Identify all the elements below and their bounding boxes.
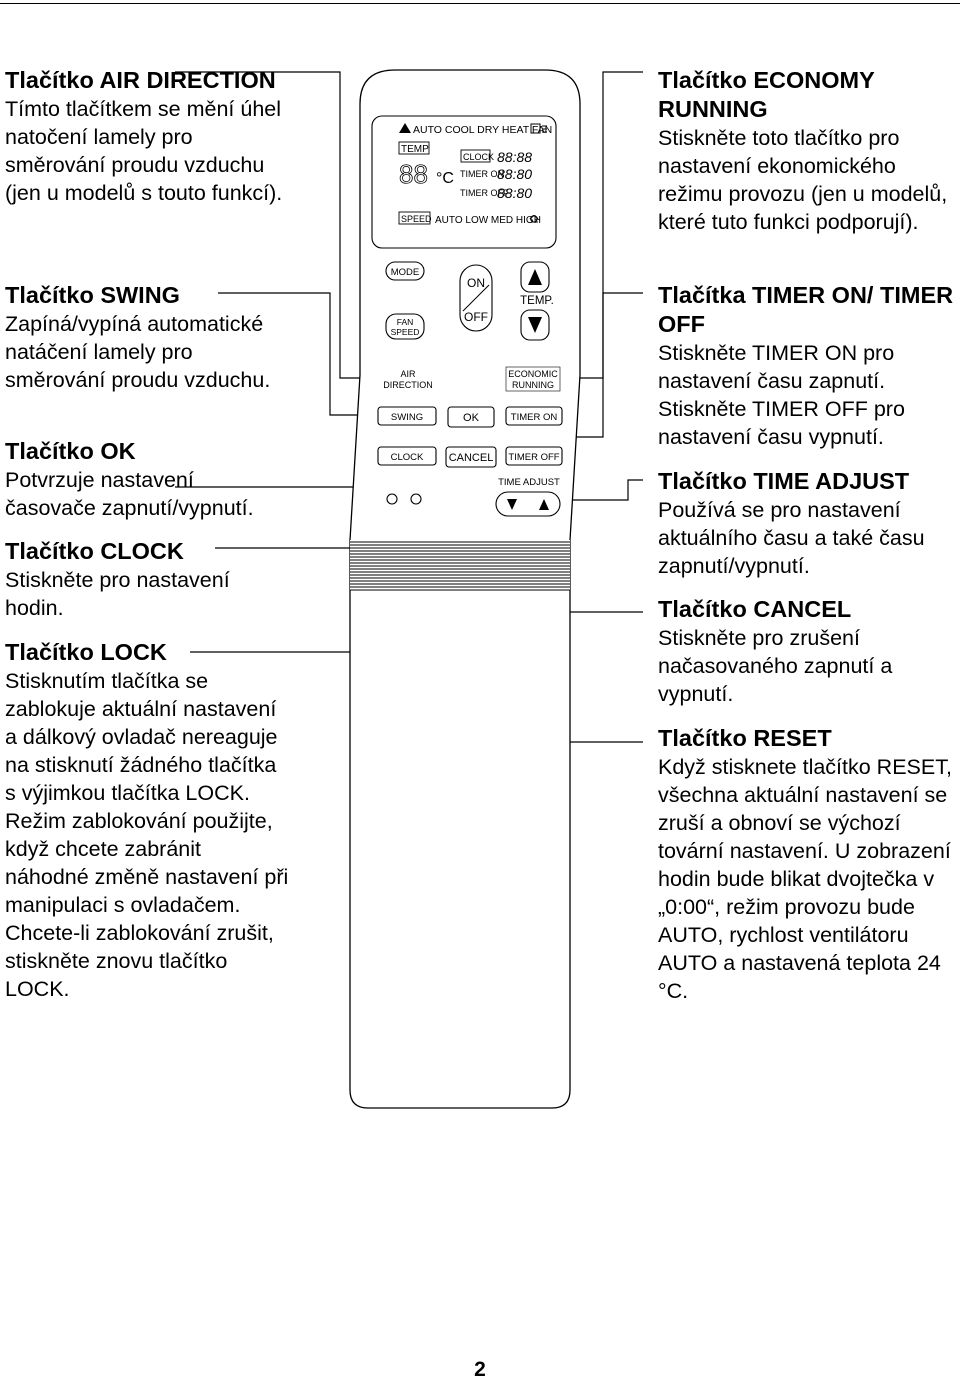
clock-digits: 88:88 bbox=[497, 149, 532, 165]
section-title: Tlačítko RESET bbox=[658, 725, 832, 751]
clock-btn-label: CLOCK bbox=[391, 452, 424, 463]
section-body: Stisknutím tlačítka se zablokuje aktuáln… bbox=[5, 669, 289, 1001]
callout-time-adjust bbox=[562, 479, 643, 501]
ok-button[interactable] bbox=[447, 406, 495, 428]
section-body: Používá se pro nastavení aktuálního času… bbox=[658, 498, 925, 578]
time-down-icon bbox=[507, 499, 517, 510]
section-body: Stiskněte pro nastavení hodin. bbox=[5, 568, 230, 620]
timer-on-button[interactable] bbox=[505, 406, 563, 426]
timer-off-btn-label: TIMER OFF bbox=[508, 452, 559, 463]
section-title: Tlačítko AIR DIRECTION bbox=[5, 67, 276, 93]
page-number: 2 bbox=[474, 1358, 486, 1381]
section-title: Tlačítko CLOCK bbox=[5, 538, 184, 564]
callout-air-direction bbox=[175, 71, 376, 379]
grip-band bbox=[350, 540, 570, 590]
section-title: Tlačítko LOCK bbox=[5, 639, 167, 665]
section-title: Tlačítka TIMER ON/ TIMER OFF bbox=[658, 282, 954, 337]
section-clock: Tlačítko CLOCK Stiskněte pro nastavení h… bbox=[5, 537, 290, 622]
section-timer-on-off: Tlačítka TIMER ON/ TIMER OFF Stiskněte T… bbox=[658, 281, 958, 451]
ok-label: OK bbox=[463, 412, 480, 424]
section-title: Tlačítko SWING bbox=[5, 282, 180, 308]
section-swing: Tlačítko SWING Zapíná/vypíná automatické… bbox=[5, 281, 290, 394]
section-lock: Tlačítko LOCK Stisknutím tlačítka se zab… bbox=[5, 638, 290, 1003]
callout-timer bbox=[562, 292, 643, 438]
callout-economy bbox=[562, 71, 643, 379]
on-label: ON bbox=[467, 276, 485, 290]
fan-display-icon bbox=[530, 123, 547, 134]
clock-label: CLOCK bbox=[463, 152, 494, 162]
cancel-button[interactable] bbox=[445, 446, 497, 468]
direction-label: DIRECTION bbox=[383, 380, 433, 390]
temp-digits: 88 bbox=[399, 159, 428, 189]
economic-label: ECONOMIC bbox=[508, 369, 558, 379]
running-label: RUNNING bbox=[512, 380, 554, 390]
section-body: Stiskněte TIMER ON pro nastavení času za… bbox=[658, 341, 905, 449]
cancel-label: CANCEL bbox=[449, 452, 494, 464]
section-time-adjust: Tlačítko TIME ADJUST Používá se pro nast… bbox=[658, 467, 958, 580]
callout-swing bbox=[218, 292, 376, 416]
celsius-label: °C bbox=[436, 170, 454, 187]
clock-button[interactable] bbox=[377, 446, 437, 466]
temp-up-icon bbox=[528, 269, 542, 285]
fan-speed-button[interactable] bbox=[385, 313, 425, 340]
section-reset: Tlačítko RESET Když stisknete tlačítko R… bbox=[658, 724, 958, 1005]
fan-speed-icon bbox=[529, 215, 539, 223]
temp-label: TEMP bbox=[401, 144, 429, 155]
time-adjust-label: TIME ADJUST bbox=[498, 477, 560, 488]
swing-label: SWING bbox=[391, 412, 423, 423]
lock-button[interactable] bbox=[386, 493, 398, 505]
section-title: Tlačítko TIME ADJUST bbox=[658, 468, 910, 494]
off-label: OFF bbox=[464, 310, 488, 324]
time-up-icon bbox=[539, 499, 549, 510]
time-adjust-button[interactable] bbox=[495, 491, 561, 517]
swing-button[interactable] bbox=[377, 406, 437, 426]
section-body: Stiskněte pro zrušení načasovaného zapnu… bbox=[658, 626, 893, 706]
mode-arrow-icon bbox=[399, 123, 411, 133]
section-body: Tímto tlačítkem se mění úhel natočení la… bbox=[5, 97, 283, 205]
lcd-display bbox=[371, 115, 557, 249]
section-body: Stiskněte toto tlačítko pro nastavení ek… bbox=[658, 126, 948, 234]
reset-button[interactable] bbox=[410, 493, 422, 505]
timer-off-button[interactable] bbox=[505, 446, 563, 466]
section-economy-running: Tlačítko ECONOMY RUNNING Stiskněte toto … bbox=[658, 66, 958, 236]
section-cancel: Tlačítko CANCEL Stiskněte pro zrušení na… bbox=[658, 595, 958, 708]
timer-on-label: TIMER ON bbox=[460, 169, 504, 179]
section-title: Tlačítko CANCEL bbox=[658, 596, 852, 622]
section-title: Tlačítko ECONOMY RUNNING bbox=[658, 67, 875, 122]
timer-on-digits: 88:80 bbox=[497, 166, 532, 182]
speed-levels: AUTO LOW MED HIGH bbox=[435, 215, 541, 226]
section-title: Tlačítko OK bbox=[5, 438, 136, 464]
fan-label: FAN bbox=[397, 317, 414, 327]
section-body: Zapíná/vypíná automatické natáčení lamel… bbox=[5, 312, 271, 392]
section-air-direction: Tlačítko AIR DIRECTION Tímto tlačítkem s… bbox=[5, 66, 290, 207]
section-ok: Tlačítko OK Potvrzuje nastavení časovače… bbox=[5, 437, 290, 522]
mode-label: MODE bbox=[391, 267, 420, 278]
speed-label: SPEED bbox=[401, 214, 432, 224]
display-modes: AUTO COOL DRY HEAT FAN bbox=[413, 124, 552, 136]
timer-off-digits: 88:80 bbox=[497, 185, 532, 201]
speed-btn-label: SPEED bbox=[391, 327, 420, 337]
air-label: AIR bbox=[400, 369, 416, 379]
section-body: Potvrzuje nastavení časovače zapnutí/vyp… bbox=[5, 468, 254, 520]
section-body: Když stisknete tlačítko RESET, všechna a… bbox=[658, 755, 952, 1003]
mode-button[interactable] bbox=[385, 261, 425, 281]
timer-off-label: TIMER OFF bbox=[460, 188, 509, 198]
top-rule bbox=[0, 3, 960, 4]
timer-on-btn-label: TIMER ON bbox=[511, 412, 558, 423]
temp-down-icon bbox=[528, 317, 542, 333]
temp-btn-label: TEMP. bbox=[520, 295, 554, 307]
